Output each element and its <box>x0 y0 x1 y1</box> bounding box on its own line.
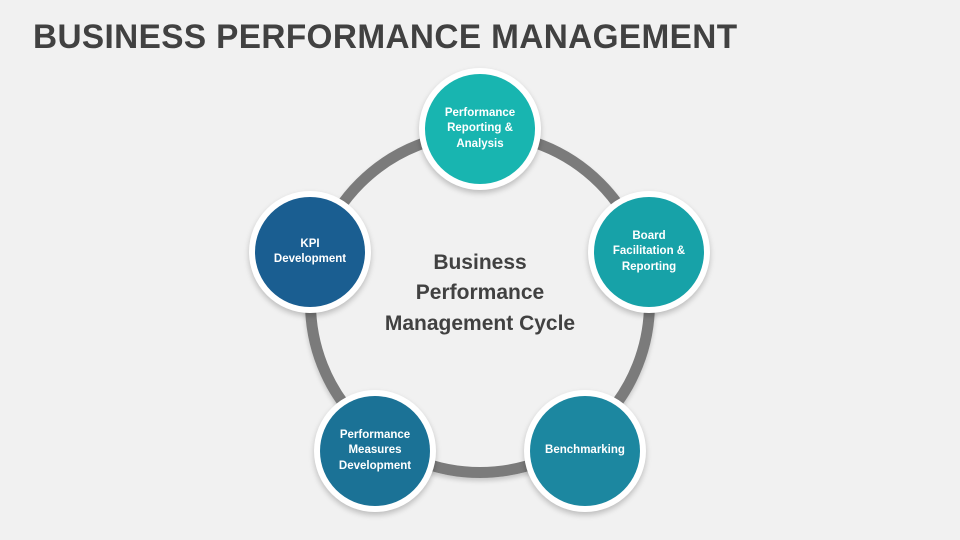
node-label-line-1: KPI <box>300 237 320 250</box>
node-label-line-2: Development <box>273 253 347 265</box>
node-label-line-1: Benchmarking <box>545 444 625 457</box>
node-label-line-3: Development <box>338 459 412 472</box>
node-disc: Board Facilitation & Reporting <box>594 197 704 307</box>
cycle-node-kpi-development[interactable]: KPI Development <box>249 191 371 313</box>
center-caption-line-3: Management Cycle <box>384 311 576 335</box>
node-label: Benchmarking <box>540 443 630 458</box>
page-title: BUSINESS PERFORMANCE MANAGEMENT <box>33 18 738 56</box>
cycle-node-performance-reporting-analysis[interactable]: Performance Reporting & Analysis <box>419 68 541 190</box>
node-label-line-2: Reporting & <box>447 122 513 135</box>
cycle-center-caption: Business Performance Management Cycle <box>370 248 590 339</box>
node-label-line-1: Performance <box>339 429 411 442</box>
node-label: KPI Development <box>269 237 351 267</box>
node-label: Board Facilitation & Reporting <box>608 229 690 275</box>
node-label: Performance Reporting & Analysis <box>440 106 520 152</box>
node-label-line-1: Performance <box>444 107 516 120</box>
center-caption-line-2: Performance <box>415 281 545 305</box>
node-label-line-3: Analysis <box>456 137 504 150</box>
node-label-line-2: Measures <box>348 444 402 457</box>
node-disc: Benchmarking <box>530 396 640 506</box>
cycle-node-board-facilitation-reporting[interactable]: Board Facilitation & Reporting <box>588 191 710 313</box>
node-label: Performance Measures Development <box>334 428 416 474</box>
node-disc: Performance Reporting & Analysis <box>425 74 535 184</box>
node-disc: Performance Measures Development <box>320 396 430 506</box>
node-disc: KPI Development <box>255 197 365 307</box>
node-label-line-3: Reporting <box>621 260 677 273</box>
node-label-line-1: Board <box>632 230 666 243</box>
node-label-line-2: Facilitation & <box>612 245 686 258</box>
cycle-node-performance-measures-development[interactable]: Performance Measures Development <box>314 390 436 512</box>
cycle-node-benchmarking[interactable]: Benchmarking <box>524 390 646 512</box>
center-caption-line-1: Business <box>433 251 527 274</box>
